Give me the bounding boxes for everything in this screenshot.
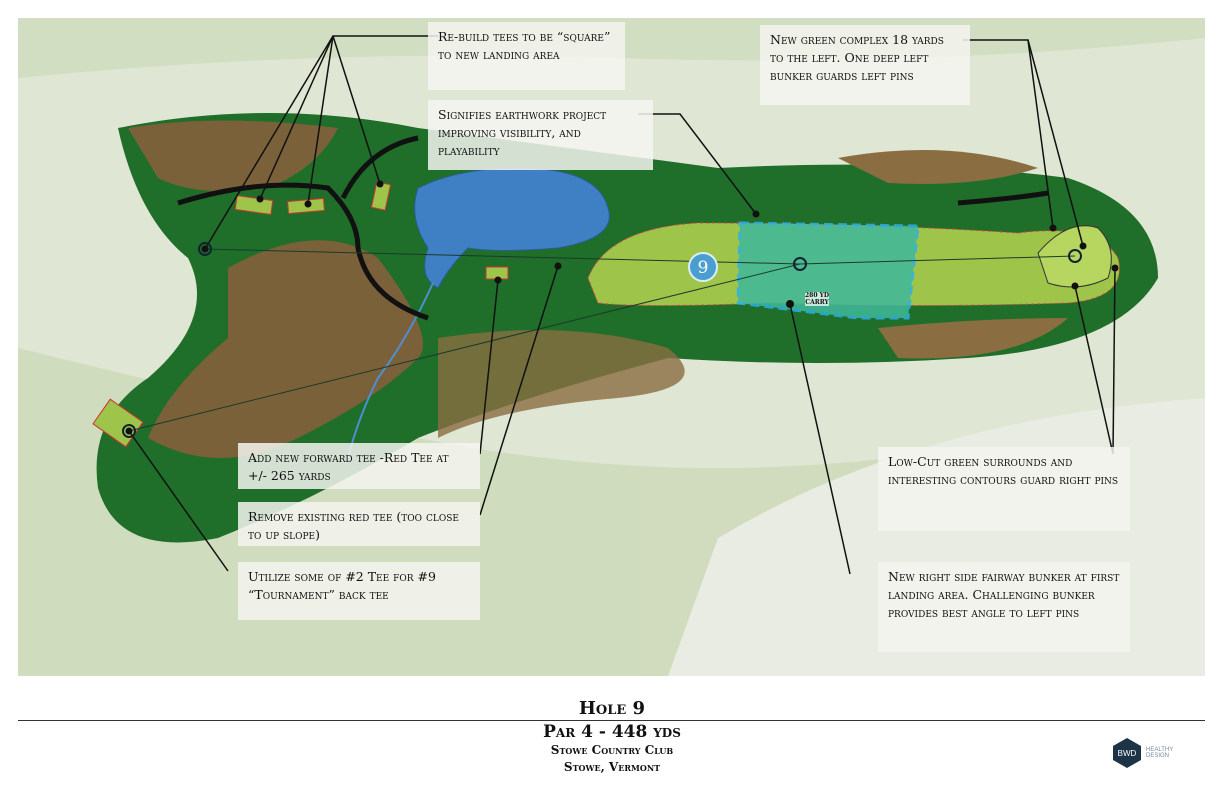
earth-area [148, 240, 423, 458]
note-remove-red-tee: Remove existing red tee (too close to up… [238, 502, 480, 546]
hole-title: Hole 9 [578, 698, 646, 719]
tee-box [370, 181, 392, 211]
rough-area [96, 113, 1159, 543]
hole-number-marker: 9 [688, 252, 718, 282]
earth-area [438, 330, 685, 438]
callout-dots [125, 180, 1119, 435]
note-low-cut: Low-Cut green surrounds and interesting … [878, 447, 1130, 531]
note-fairway-bunker: New right side fairway bunker at first l… [878, 562, 1130, 652]
cart-path [957, 190, 1049, 206]
svg-text:BWD: BWD [1118, 749, 1137, 758]
cart-path [340, 135, 419, 200]
footer-divider [18, 720, 1205, 721]
club-name: Stowe Country Club [550, 743, 674, 757]
note-rebuild-tees: Re-build tees to be “square” to new land… [428, 22, 625, 90]
cart-path [177, 182, 429, 321]
tee-box [234, 194, 274, 216]
note-forward-tee: Add new forward tee -Red Tee at +/- 265 … [238, 443, 480, 489]
note-earthwork: Signifies earthwork project improving vi… [428, 100, 653, 170]
target-icon [122, 242, 1082, 438]
note-tournament-tee: Utilize some of #2 Tee for #9 “Tournamen… [238, 562, 480, 620]
club-location: Stowe, Vermont [563, 760, 661, 774]
earth-area [878, 318, 1068, 359]
logo-hexagon-icon: BWD [1113, 738, 1141, 768]
note-new-green: New green complex 18 yards to the left. … [760, 25, 970, 105]
earthwork-zone [736, 221, 920, 320]
par-yardage: Par 4 - 448 yds [543, 722, 681, 742]
earth-area [128, 120, 338, 192]
earth-area [838, 150, 1038, 184]
